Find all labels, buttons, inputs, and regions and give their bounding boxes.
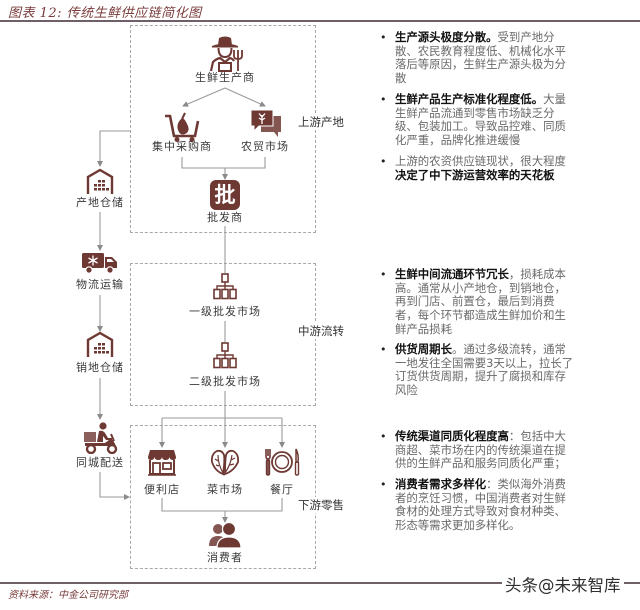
watermark: 头条@未来智库: [502, 572, 624, 596]
figure-title: 图表 12: 传统生鲜供应链简化图: [8, 6, 202, 21]
bullet-icon: •: [380, 268, 387, 281]
warehouse-icon: [86, 331, 114, 357]
people-icon: [209, 522, 242, 548]
primary-wholesale-market-label: 一级批发市场: [189, 305, 261, 318]
transport-label: 物流运输: [76, 278, 124, 291]
origin-warehouse-label: 产地仓储: [76, 196, 124, 209]
downstream-note-2: • 消费者需求多样化：类似海外消费 者的烹饪习惯，中国消费者对生鲜 食材的处理方…: [380, 477, 566, 533]
market-to-retail-line: [162, 391, 282, 419]
hierarchy-icon: [213, 273, 237, 300]
origin-warehouse-node: [86, 168, 114, 195]
producer-to-market-arrow: [224, 87, 266, 107]
wholesaler-label: 批发商: [207, 211, 243, 224]
destination-warehouse-label: 销地仓储: [76, 361, 124, 374]
shopping-cart-icon: [165, 112, 200, 142]
bullet-icon: •: [380, 93, 387, 106]
primary-wholesale-market-node: [213, 273, 237, 300]
midstream-note-1: • 生鲜中间流通环节冗长，损耗成本 高。通常从小产地仓，到销地仓， 再到门店、前…: [380, 267, 566, 336]
midstream-note-2: • 供货周期长。通过多级流转，通常 一地发往全国需要3天以上，拉长了 订货供货周…: [380, 342, 574, 398]
secondary-wholesale-market-node: [213, 342, 237, 369]
plate-fork-knife-icon: [265, 448, 300, 476]
convenience-store-label: 便利店: [144, 483, 180, 496]
local-delivery-node: [83, 422, 119, 454]
upstream-note-3: • 上游的农资供应链现状，很大程度 决定了中下游运营效率的天花板: [380, 154, 566, 182]
consumer-node: [208, 522, 242, 548]
source-note: 资料来源：中金公司研究部: [8, 590, 128, 601]
retail-merge-bracket: [161, 498, 283, 512]
restaurant-label: 餐厅: [270, 483, 294, 496]
upstream-note-1: • 生产源头极度分散。受到产地分 散、农民教育程度低、机械化水平 落后等原因，生…: [380, 30, 566, 86]
farmer-icon: [209, 36, 243, 72]
footer-rule: [0, 582, 640, 584]
vegetable-icon: [210, 449, 240, 476]
central-purchaser-node: [163, 106, 201, 142]
local-delivery-label: 同城配送: [76, 456, 124, 469]
hierarchy-icon: [213, 342, 237, 369]
consumer-label: 消费者: [207, 551, 243, 564]
producer-to-purchaser-arrow: [182, 87, 226, 107]
bullet-icon: •: [380, 430, 387, 443]
delivery-scooter-icon: [84, 422, 118, 454]
restaurant-node: [264, 447, 300, 477]
central-purchaser-label: 集中采购商: [152, 140, 212, 153]
storefront-icon: [148, 450, 176, 476]
warehouse-icon: [86, 168, 114, 194]
bullet-icon: •: [380, 155, 387, 168]
stage-label-midstream: 中游流转: [297, 323, 345, 339]
downstream-note-1: • 传统渠道同质化程度高：包括中大 商超、菜市场在内的传统渠道在提 供的生鲜产品…: [380, 429, 566, 471]
upstream-merge-bracket: [181, 157, 266, 169]
destination-warehouse-node: [86, 331, 114, 358]
chat-bubble-plant-icon: [250, 109, 281, 137]
wet-market-label: 菜市场: [207, 483, 243, 496]
bullet-icon: •: [380, 31, 387, 44]
stage-label-upstream: 上游产地: [297, 114, 345, 130]
farmers-market-label: 农贸市场: [241, 140, 289, 153]
upstream-to-storage-arrow: [97, 130, 130, 167]
producer-node: [205, 34, 245, 72]
delivery-to-retail-arrow: [99, 472, 130, 500]
stage-label-downstream: 下游零售: [297, 497, 345, 513]
secondary-wholesale-market-label: 二级批发市场: [189, 375, 261, 388]
bullet-icon: •: [380, 478, 387, 491]
cold-chain-truck-icon: [82, 253, 117, 274]
farmers-market-node: [249, 108, 283, 138]
producer-label: 生鲜生产商: [195, 71, 255, 84]
upstream-note-2: • 生鲜产品生产标准化程度低。大量 生鲜产品流通到零售市场缺乏分 级、包装加工。…: [380, 92, 566, 148]
convenience-store-node: [147, 448, 177, 476]
title-rule: [0, 20, 640, 22]
transport-node: [82, 253, 118, 274]
wholesale-badge-icon: 批: [210, 180, 240, 210]
wet-market-node: [209, 447, 241, 477]
bullet-icon: •: [380, 343, 387, 356]
